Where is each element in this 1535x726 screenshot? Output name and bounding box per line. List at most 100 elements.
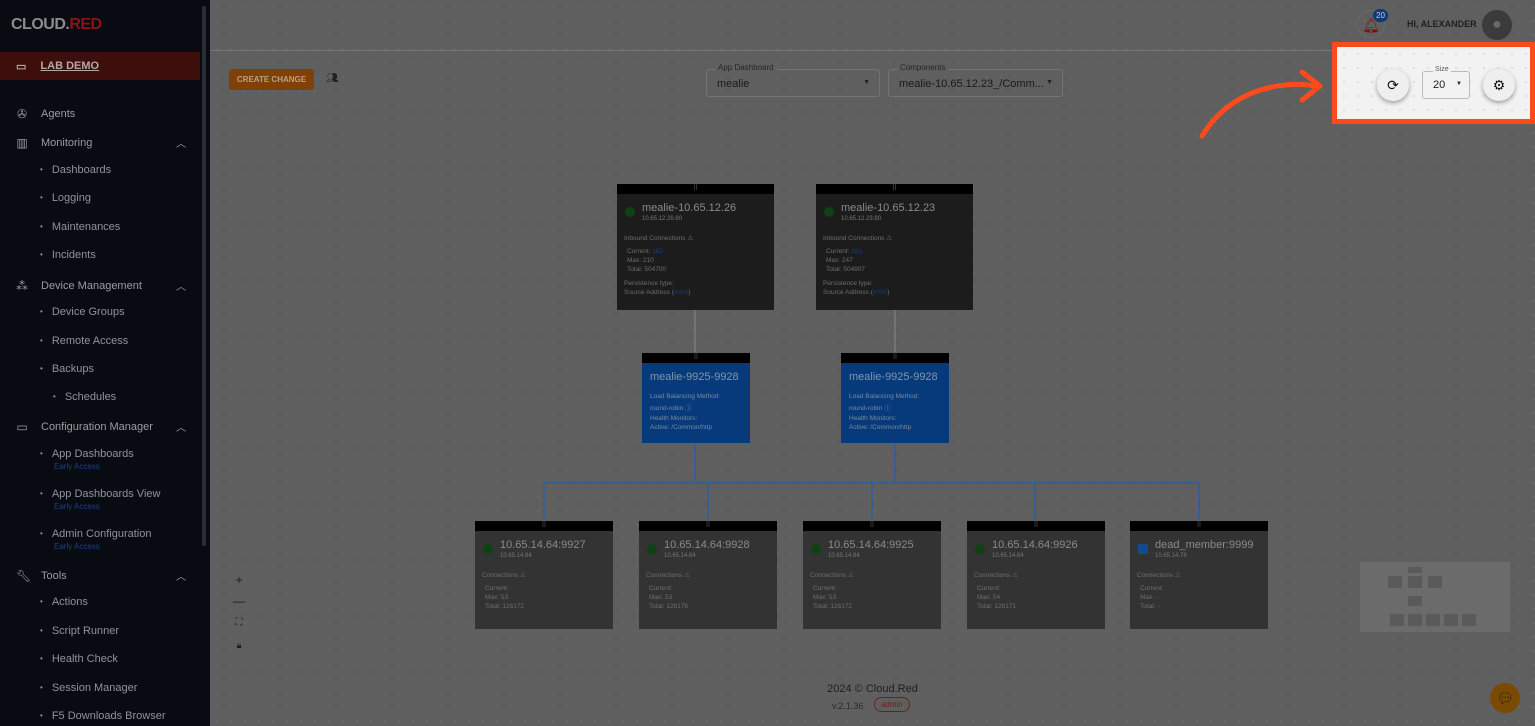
help-icon[interactable]: ⓘ — [685, 405, 692, 412]
member-address: 10.65.14.78 — [1155, 553, 1187, 559]
persistence-link[interactable]: #### — [673, 289, 689, 296]
drag-handle-icon[interactable]: ⠿ — [642, 353, 750, 363]
drag-handle-icon[interactable]: ⠿ — [967, 521, 1105, 531]
sidebar-section-device-management[interactable]: ⁂Device Management︿ — [16, 278, 186, 294]
lb-method-label: Load Balancing Method: — [849, 393, 920, 400]
sidebar-item-app-dashboards[interactable]: App Dashboards — [40, 448, 134, 460]
sidebar-item-device-groups[interactable]: Device Groups — [40, 306, 125, 318]
drag-handle-icon[interactable]: ⠿ — [841, 353, 949, 363]
zoom-out-button[interactable]: — — [233, 594, 245, 608]
zoom-in-button[interactable]: + — [235, 573, 243, 587]
drag-handle-icon[interactable]: ⠿ — [639, 521, 777, 531]
sidebar-section-configuration-manager[interactable]: ▭Configuration Manager︿ — [16, 419, 186, 435]
node-address: 10.65.12.23:80 — [841, 216, 882, 222]
settings-button[interactable]: ⚙ — [1483, 69, 1515, 101]
status-up-icon — [824, 207, 834, 217]
user-avatar[interactable]: ● — [1482, 10, 1512, 40]
warning-icon: ⚠ — [847, 572, 854, 579]
pool-member-node[interactable]: ⠿ 10.65.14.64:9926 10.65.14.64 Connectio… — [967, 521, 1105, 629]
virtual-server-node[interactable]: ⠿ mealie-10.65.12.26 10.65.12.26:80 Inbo… — [617, 184, 774, 310]
sidebar-scrollbar[interactable] — [202, 6, 206, 546]
sidebar-item-remote-access[interactable]: Remote Access — [40, 335, 128, 347]
inbox-icon: ▭ — [16, 60, 27, 73]
pool-member-node[interactable]: ⠿ dead_member:9999 10.65.14.78 Connectio… — [1130, 521, 1268, 629]
sidebar-item-health-check[interactable]: Health Check — [40, 653, 118, 665]
health-monitors-label: Health Monitors: — [849, 415, 897, 422]
health-monitor: Active: /Common/http — [849, 424, 912, 431]
member-address: 10.65.14.64 — [664, 553, 696, 559]
warning-icon: ⚠ — [687, 235, 694, 242]
current-connections: 162 — [652, 248, 664, 255]
status-unknown-icon — [1138, 544, 1148, 554]
current-connections: 161 — [851, 248, 863, 255]
sidebar-item-incidents[interactable]: Incidents — [40, 249, 96, 261]
sidebar-item-backups[interactable]: Backups — [40, 363, 94, 375]
dropdown-arrow-icon: ▼ — [1046, 79, 1053, 86]
warning-icon: ⚠ — [683, 572, 690, 579]
wrench-icon: 🔧︎ — [16, 568, 32, 583]
lock-icon[interactable]: 🔒︎ — [236, 640, 242, 650]
sidebar-item-actions[interactable]: Actions — [40, 596, 88, 608]
connections-label: Inbound Connections — [823, 235, 885, 242]
sidebar-item-app-dashboards-view[interactable]: App Dashboards View — [40, 488, 161, 500]
sidebar-item-dashboards[interactable]: Dashboards — [40, 164, 111, 176]
total-connections: 126172 — [502, 603, 525, 610]
sidebar-item-session-manager[interactable]: Session Manager — [40, 682, 138, 694]
max-connections: 54 — [992, 594, 1001, 601]
help-icon[interactable]: ⓘ — [884, 405, 891, 412]
fit-view-icon[interactable]: ⛶ — [235, 617, 243, 628]
status-up-icon — [975, 544, 985, 554]
max-connections: 53 — [664, 594, 673, 601]
sidebar-section-tools[interactable]: 🔧︎Tools︿ — [16, 568, 186, 584]
chevron-up-icon: ︿ — [176, 572, 186, 583]
connections-label: Connections — [482, 572, 519, 579]
sidebar-item-f5-downloads-browser[interactable]: F5 Downloads Browser — [40, 710, 166, 722]
refresh-icon: ⟳ — [1387, 77, 1399, 93]
pool-member-node[interactable]: ⠿ 10.65.14.64:9925 10.65.14.64 Connectio… — [803, 521, 941, 629]
pool-node[interactable]: ⠿ mealie-9925-9928 Load Balancing Method… — [841, 353, 949, 443]
pool-node[interactable]: ⠿ mealie-9925-9928 Load Balancing Method… — [642, 353, 750, 443]
sidebar-item-schedules[interactable]: Schedules — [53, 391, 116, 403]
drag-handle-icon[interactable]: ⠿ — [1130, 521, 1268, 531]
pool-member-node[interactable]: ⠿ 10.65.14.64:9927 10.65.14.64 Connectio… — [475, 521, 613, 629]
status-up-icon — [647, 544, 657, 554]
annotation-arrow — [1199, 70, 1323, 139]
drag-handle-icon[interactable]: ⠿ — [803, 521, 941, 531]
users-icon[interactable]: 👥︎ — [326, 73, 339, 84]
sidebar-item-script-runner[interactable]: Script Runner — [40, 625, 119, 637]
sidebar-item-lab-demo[interactable]: ▭LAB DEMO — [0, 52, 200, 80]
persistence-link[interactable]: #### — [872, 289, 888, 296]
sidebar-item-maintenances[interactable]: Maintenances — [40, 221, 121, 233]
refresh-button[interactable]: ⟳ — [1377, 69, 1409, 101]
sidebar-item-logging[interactable]: Logging — [40, 192, 91, 204]
sidebar-item-admin-configuration[interactable]: Admin Configuration — [40, 528, 152, 540]
connections-label: Connections — [974, 572, 1011, 579]
member-title: 10.65.14.64:9927 — [500, 539, 586, 551]
sidebar-section-monitoring[interactable]: ▥Monitoring︿ — [16, 135, 186, 151]
persistence-label: Persistence type: — [823, 280, 873, 287]
footer-copyright: 2024 © Cloud.Red — [827, 683, 918, 695]
total-connections: 126172 — [830, 603, 853, 610]
member-title: 10.65.14.64:9928 — [664, 539, 750, 551]
member-title: dead_member:9999 — [1155, 539, 1254, 551]
header-divider — [210, 50, 1535, 51]
minimap[interactable] — [1360, 562, 1510, 632]
virtual-server-node[interactable]: ⠿ mealie-10.65.12.23 10.65.12.23:80 Inbo… — [816, 184, 973, 310]
lb-method-label: Load Balancing Method: — [650, 393, 721, 400]
sidebar-item-agents[interactable]: ✇Agents — [16, 107, 76, 121]
monitor-icon: ▭ — [16, 419, 28, 434]
drag-handle-icon[interactable]: ⠿ — [475, 521, 613, 531]
node-title: mealie-10.65.12.23 — [841, 202, 936, 214]
health-monitor: Active: /Common/http — [650, 424, 713, 431]
feedback-chat-button[interactable]: 💬︎ — [1490, 683, 1520, 713]
create-change-button[interactable]: CREATE CHANGE — [229, 69, 314, 90]
pool-member-node[interactable]: ⠿ 10.65.14.64:9928 10.65.14.64 Connectio… — [639, 521, 777, 629]
chart-icon: ▥ — [16, 135, 28, 150]
drag-handle-icon[interactable]: ⠿ — [816, 184, 973, 194]
cloud-red-logo[interactable]: CLOUD.RED — [11, 16, 102, 33]
warning-icon: ⚠ — [1011, 572, 1018, 579]
drag-handle-icon[interactable]: ⠿ — [617, 184, 774, 194]
